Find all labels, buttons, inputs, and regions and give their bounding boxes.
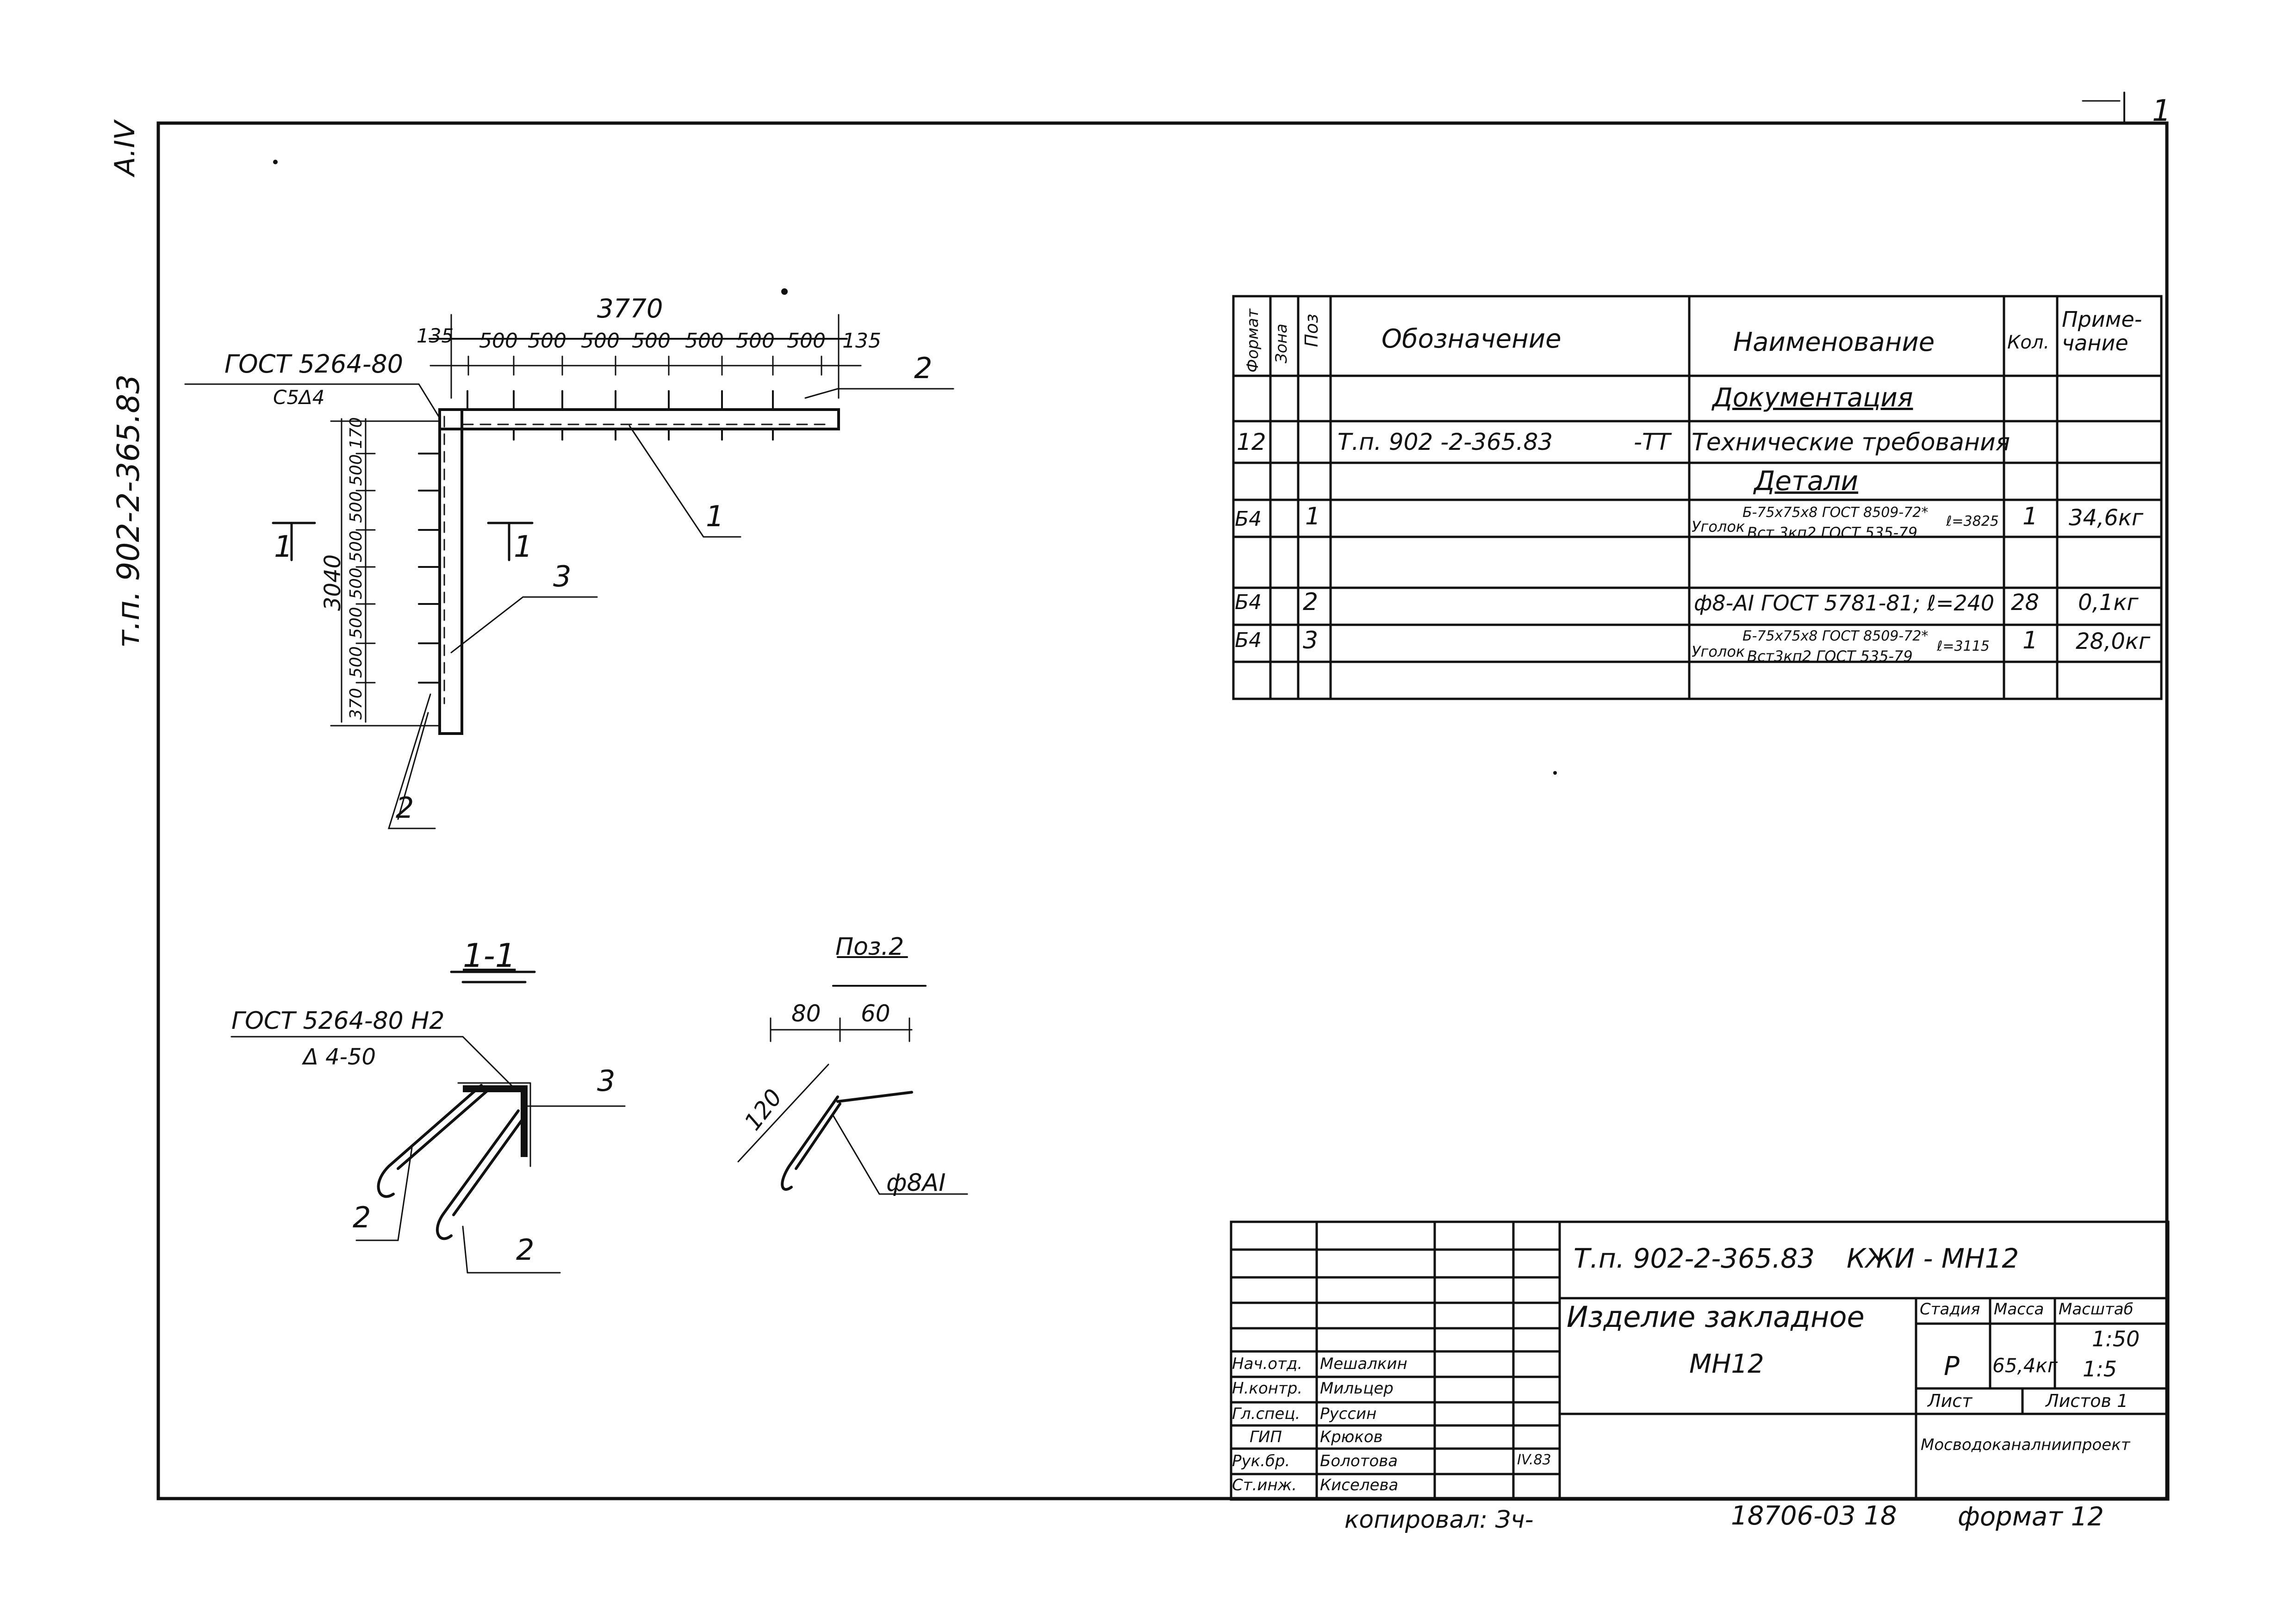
header-format: Формат <box>1244 309 1262 373</box>
pos2-title: Поз.2 <box>835 933 904 961</box>
row4-name-top: Б-75х75х8 ГОСТ 8509-72* <box>1742 628 1929 644</box>
tb-role-0: Нач.отд. <box>1232 1355 1303 1373</box>
header-name: Наименование <box>1733 327 1935 357</box>
section-docs: Документация <box>1712 383 1913 413</box>
section-parts: Детали <box>1754 465 1859 497</box>
tb-mark: КЖИ - МН12 <box>1847 1243 2019 1274</box>
row2-name-suffix: ℓ=3825 <box>1946 513 1999 529</box>
row2-note: 34,6кг <box>2069 505 2144 531</box>
header-zone: Зона <box>1272 324 1291 363</box>
tb-org: Мосводоканалниипроект <box>1921 1436 2130 1454</box>
row3-pos: 2 <box>1303 588 1319 616</box>
section-callout-2a: 2 <box>353 1201 371 1234</box>
plan-callout-2: 2 <box>914 351 933 385</box>
pos2-dim-b: 60 <box>861 1000 890 1027</box>
margin-code: А.IV <box>109 121 141 176</box>
tb-title-1: Изделие закладное <box>1567 1300 1865 1334</box>
tb-name-5: Киселева <box>1320 1476 1399 1494</box>
copied-note: копировал: Зч- <box>1344 1506 1534 1534</box>
row4-pos: 3 <box>1303 627 1319 654</box>
section-callout-3: 3 <box>597 1064 616 1098</box>
tb-stage-label: Стадия <box>1920 1300 1980 1319</box>
plan-weld-spec-2: С5Δ4 <box>273 386 325 409</box>
plan-total-length: 3770 <box>597 294 663 324</box>
tb-scale-1: 1:50 <box>2092 1326 2140 1351</box>
row4-qty: 1 <box>2022 627 2038 654</box>
tb-mass: 65,4кг <box>1992 1354 2058 1377</box>
plan-callout-3: 3 <box>553 560 572 593</box>
corner-sheet-number: 1 <box>2152 94 2171 128</box>
header-designation: Обозначение <box>1381 324 1562 354</box>
row2-pos: 1 <box>1305 503 1321 530</box>
row4-name-prefix: Уголок <box>1692 643 1745 660</box>
section-mark-left: 1 <box>274 530 293 564</box>
tb-role-2: Гл.спец. <box>1232 1405 1300 1423</box>
sheet-frame <box>156 121 2169 1500</box>
tb-name-3: Крюков <box>1320 1428 1383 1446</box>
tb-name-1: Мильцер <box>1320 1379 1394 1398</box>
spec-table-lines <box>1232 295 2163 700</box>
tb-scale-label: Масштаб <box>2059 1300 2134 1319</box>
row2-qty: 1 <box>2022 503 2038 530</box>
row2-name-prefix: Уголок <box>1692 518 1745 535</box>
tb-role-3: ГИП <box>1250 1428 1282 1446</box>
row3-name: ф8-АI ГОСТ 5781-81; ℓ=240 <box>1694 591 1995 616</box>
row1-name: Технические требования <box>1692 429 2010 456</box>
plan-view <box>184 314 954 829</box>
section-mark-right: 1 <box>514 530 533 564</box>
tb-role-5: Ст.инж. <box>1232 1476 1297 1494</box>
tb-title-2: МН12 <box>1689 1349 1764 1379</box>
row4-format: Б4 <box>1235 628 1262 652</box>
row2-format: Б4 <box>1235 507 1262 531</box>
row4-note: 28,0кг <box>2076 628 2151 654</box>
plan-callout-1: 1 <box>706 499 724 533</box>
header-pos: Поз <box>1301 313 1322 347</box>
row1-designation-suffix: -ТТ <box>1634 429 1671 455</box>
row3-qty: 28 <box>2011 590 2040 616</box>
format-label: формат 12 <box>1958 1502 2104 1532</box>
pos2-dim-a: 80 <box>791 1000 821 1027</box>
section-1-1 <box>230 971 626 1274</box>
tb-sheet-label: Лист <box>1928 1391 1972 1411</box>
archive-number: 18706-03 18 <box>1731 1501 1897 1531</box>
tb-name-2: Руссин <box>1320 1405 1377 1423</box>
section-1-1-title: 1-1 <box>463 937 516 975</box>
row4-name-bottom: Вст3кп2 ГОСТ 535-79 <box>1747 647 1913 665</box>
plan-weld-spec-1: ГОСТ 5264-80 <box>224 349 404 379</box>
tb-date: IV.83 <box>1517 1452 1551 1468</box>
tb-role-1: Н.контр. <box>1232 1379 1303 1398</box>
title-block-lines <box>1230 1220 2170 1501</box>
header-qty: Кол. <box>2007 332 2050 353</box>
section-weld-spec-1: ГОСТ 5264-80 Н2 <box>231 1007 445 1035</box>
section-callout-2b: 2 <box>516 1233 535 1267</box>
tb-scale-2: 1:5 <box>2083 1356 2117 1381</box>
plan-vertical-total: 3040 <box>320 554 346 611</box>
section-weld-spec-2: Δ 4-50 <box>303 1044 376 1070</box>
tb-name-0: Мешалкин <box>1320 1355 1407 1373</box>
plan-callout-2-bottom: 2 <box>396 791 414 825</box>
pos2-detail <box>737 956 968 1195</box>
row1-format: 12 <box>1237 429 1266 455</box>
row2-name-top: Б-75х75х8 ГОСТ 8509-72* <box>1742 504 1929 521</box>
tb-sheets-label: Листов 1 <box>2046 1391 2128 1411</box>
tb-role-4: Рук.бр. <box>1232 1452 1290 1470</box>
row3-note: 0,1кг <box>2078 590 2139 616</box>
tb-name-4: Болотова <box>1320 1452 1398 1470</box>
margin-doc-code: т.п. 902-2-365.83 <box>111 374 146 648</box>
row2-name-bottom: Вст 3кп2 ГОСТ 535-79 <box>1747 524 1917 541</box>
pos2-rebar: ф8АI <box>886 1169 946 1197</box>
tb-doc-code: Т.п. 902-2-365.83 <box>1574 1243 1815 1274</box>
header-note: Приме- чание <box>2062 307 2142 355</box>
tb-mass-label: Масса <box>1994 1300 2044 1319</box>
row1-designation: Т.п. 902 -2-365.83 <box>1338 429 1553 455</box>
row4-name-suffix: ℓ=3115 <box>1937 638 1990 654</box>
tb-stage: Р <box>1944 1351 1960 1381</box>
row3-format: Б4 <box>1235 591 1262 614</box>
